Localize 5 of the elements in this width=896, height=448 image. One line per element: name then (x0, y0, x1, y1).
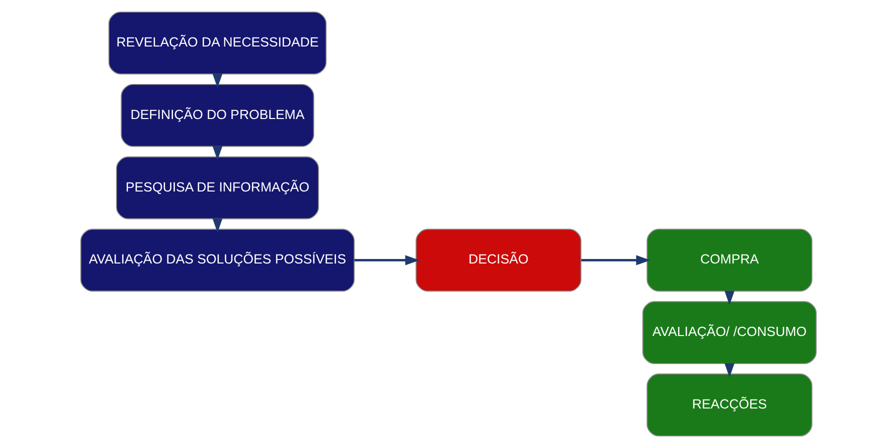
node-box: REACÇÕES (646, 374, 812, 436)
arrow (354, 255, 420, 266)
node-box: DECISÃO (415, 228, 581, 292)
arrow (580, 255, 650, 266)
node-box: AVALIAÇÃO DAS SOLUÇÕES POSSÍVEIS (80, 228, 354, 292)
